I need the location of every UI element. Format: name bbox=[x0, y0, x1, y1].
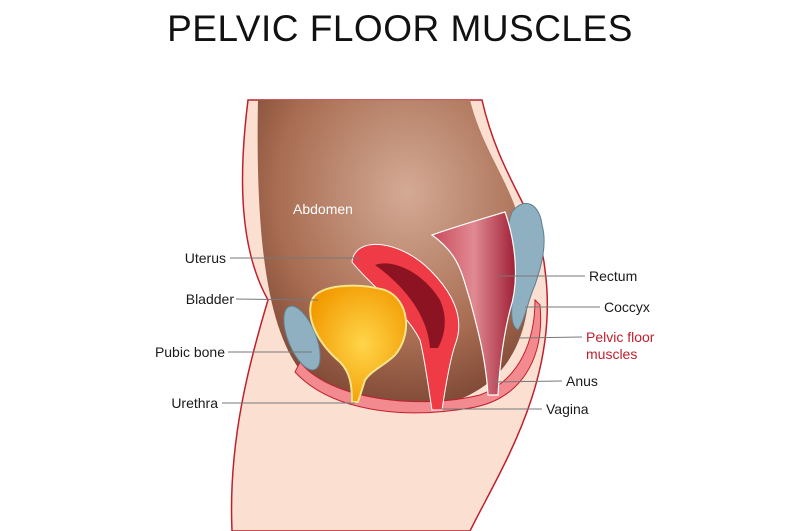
label-pubic-bone: Pubic bone bbox=[155, 344, 225, 360]
label-pelvic-floor-2: muscles bbox=[586, 346, 637, 362]
label-uterus: Uterus bbox=[185, 250, 226, 266]
label-abdomen: Abdomen bbox=[293, 201, 353, 217]
bladder bbox=[309, 284, 408, 403]
label-coccyx: Coccyx bbox=[604, 299, 650, 315]
label-rectum: Rectum bbox=[589, 268, 637, 284]
label-anus: Anus bbox=[566, 373, 598, 389]
pelvic-floor-muscles bbox=[294, 298, 542, 414]
label-urethra: Urethra bbox=[171, 395, 218, 411]
label-bladder: Bladder bbox=[186, 291, 235, 307]
diagram-title: PELVIC FLOOR MUSCLES bbox=[167, 8, 633, 49]
uterus bbox=[351, 243, 460, 411]
label-pelvic-floor-1: Pelvic floor bbox=[586, 329, 655, 345]
uterus-cavity bbox=[375, 263, 445, 348]
anus-leader bbox=[492, 380, 563, 383]
pubic-bone bbox=[283, 305, 321, 371]
pelvic-floor-leader bbox=[517, 336, 583, 339]
label-vagina: Vagina bbox=[546, 401, 589, 417]
bladder-leader bbox=[235, 298, 319, 301]
rectum bbox=[430, 211, 517, 396]
